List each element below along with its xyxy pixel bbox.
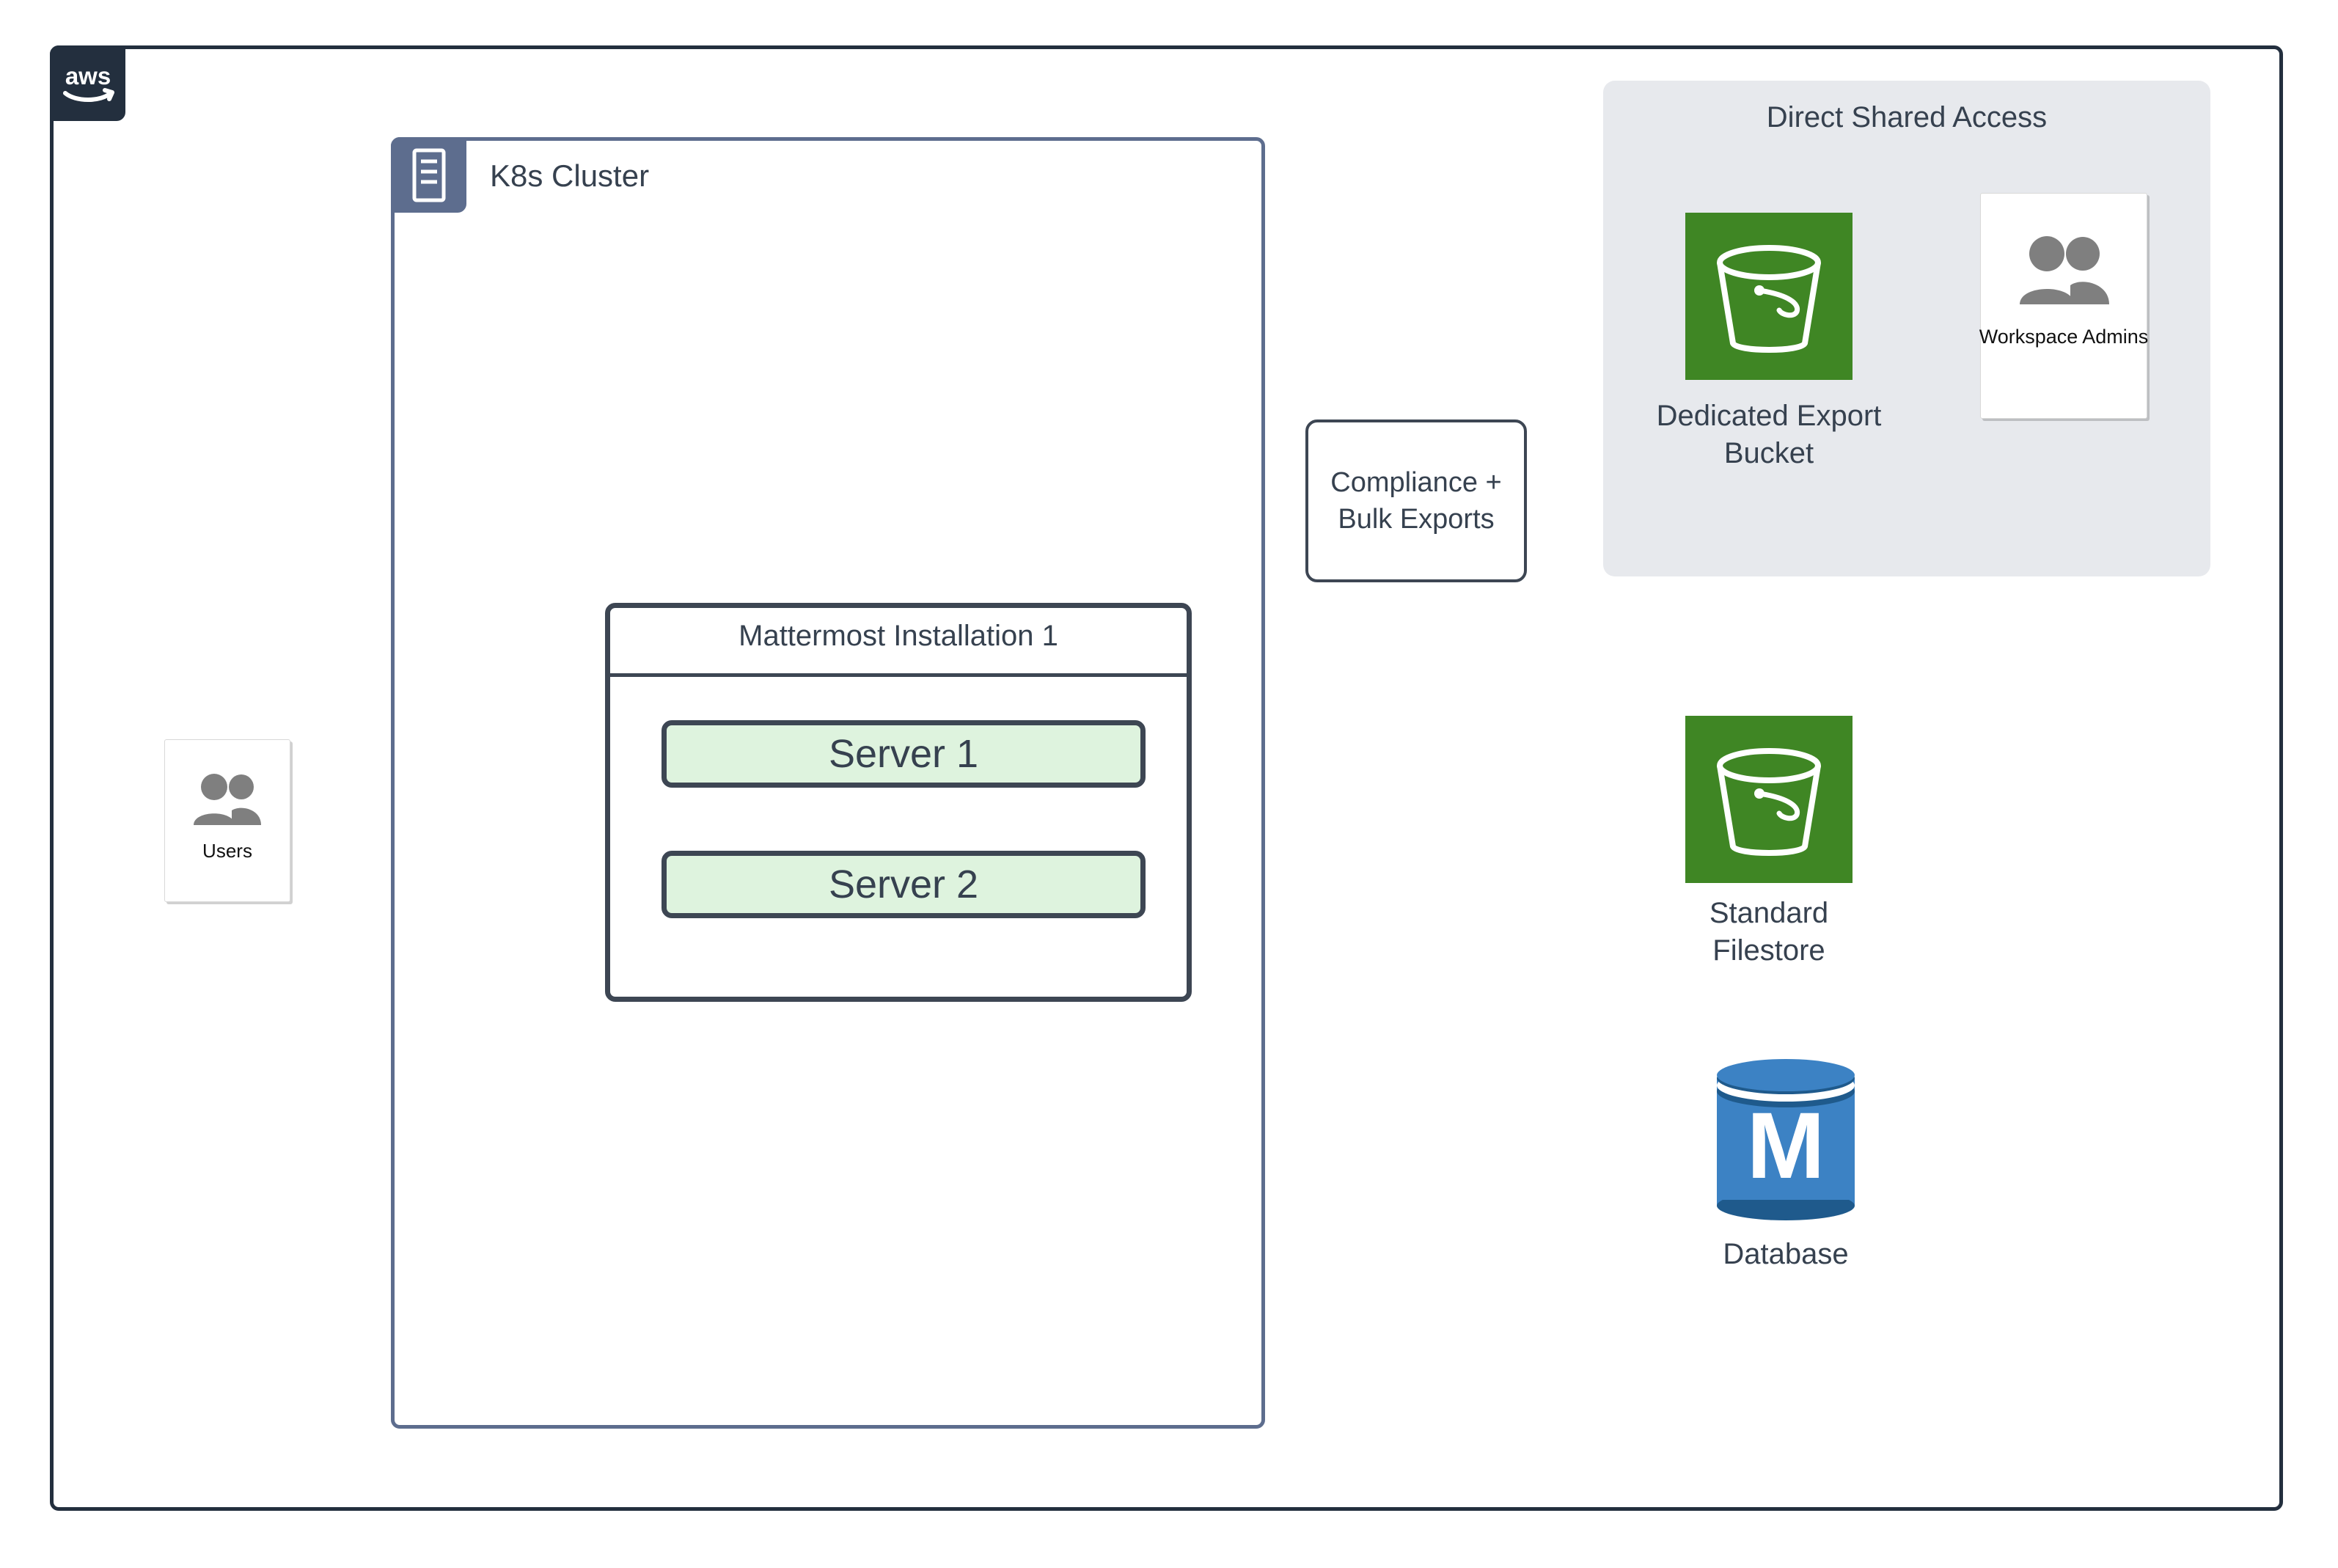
standard-filestore-label: Standard Filestore	[1599, 895, 1939, 970]
compliance-line-2: Bulk Exports	[1338, 504, 1495, 535]
svg-text:aws: aws	[65, 62, 110, 89]
standard-filestore-line-2: Filestore	[1712, 934, 1825, 967]
database-node[interactable]: M	[1715, 1058, 1857, 1226]
users-group-icon	[194, 774, 261, 825]
k8s-cluster-label: K8s Cluster	[490, 158, 650, 193]
server-1-label: Server 1	[828, 732, 979, 776]
compliance-bulk-exports-node[interactable]: Compliance + Bulk Exports	[1305, 420, 1527, 582]
server-1-node[interactable]: Server 1	[662, 720, 1146, 788]
server-2-node[interactable]: Server 2	[662, 851, 1146, 918]
database-cylinder-icon: M	[1717, 1059, 1855, 1220]
mattermost-title-divider	[605, 673, 1192, 677]
server-rack-icon	[391, 137, 466, 213]
s3-bucket-icon	[1717, 748, 1821, 856]
dedicated-export-bucket-node[interactable]	[1685, 213, 1853, 380]
dedicated-export-bucket-label: Dedicated Export Bucket	[1599, 398, 1939, 472]
workspace-admins-node[interactable]: Workspace Admins	[1979, 193, 2149, 419]
server-2-label: Server 2	[828, 862, 979, 906]
users-node[interactable]: Users	[164, 739, 290, 902]
aws-logo-icon: aws	[50, 45, 125, 121]
direct-shared-access-label: Direct Shared Access	[1766, 101, 2048, 133]
database-label: Database	[1723, 1238, 1849, 1270]
mattermost-installation-box	[605, 603, 1192, 1002]
database-glyph: M	[1747, 1093, 1825, 1198]
users-group-icon	[2020, 236, 2109, 304]
dedicated-export-bucket-line-1: Dedicated Export	[1656, 400, 1882, 432]
standard-filestore-node[interactable]	[1685, 716, 1853, 883]
standard-filestore-line-1: Standard	[1709, 897, 1829, 929]
dedicated-export-bucket-line-2: Bucket	[1723, 436, 1814, 469]
compliance-line-1: Compliance +	[1330, 466, 1502, 498]
mattermost-installation-label: Mattermost Installation 1	[739, 620, 1058, 652]
users-label: Users	[202, 840, 252, 862]
workspace-admins-label: Workspace Admins	[1979, 326, 2149, 348]
s3-bucket-icon	[1717, 245, 1821, 353]
